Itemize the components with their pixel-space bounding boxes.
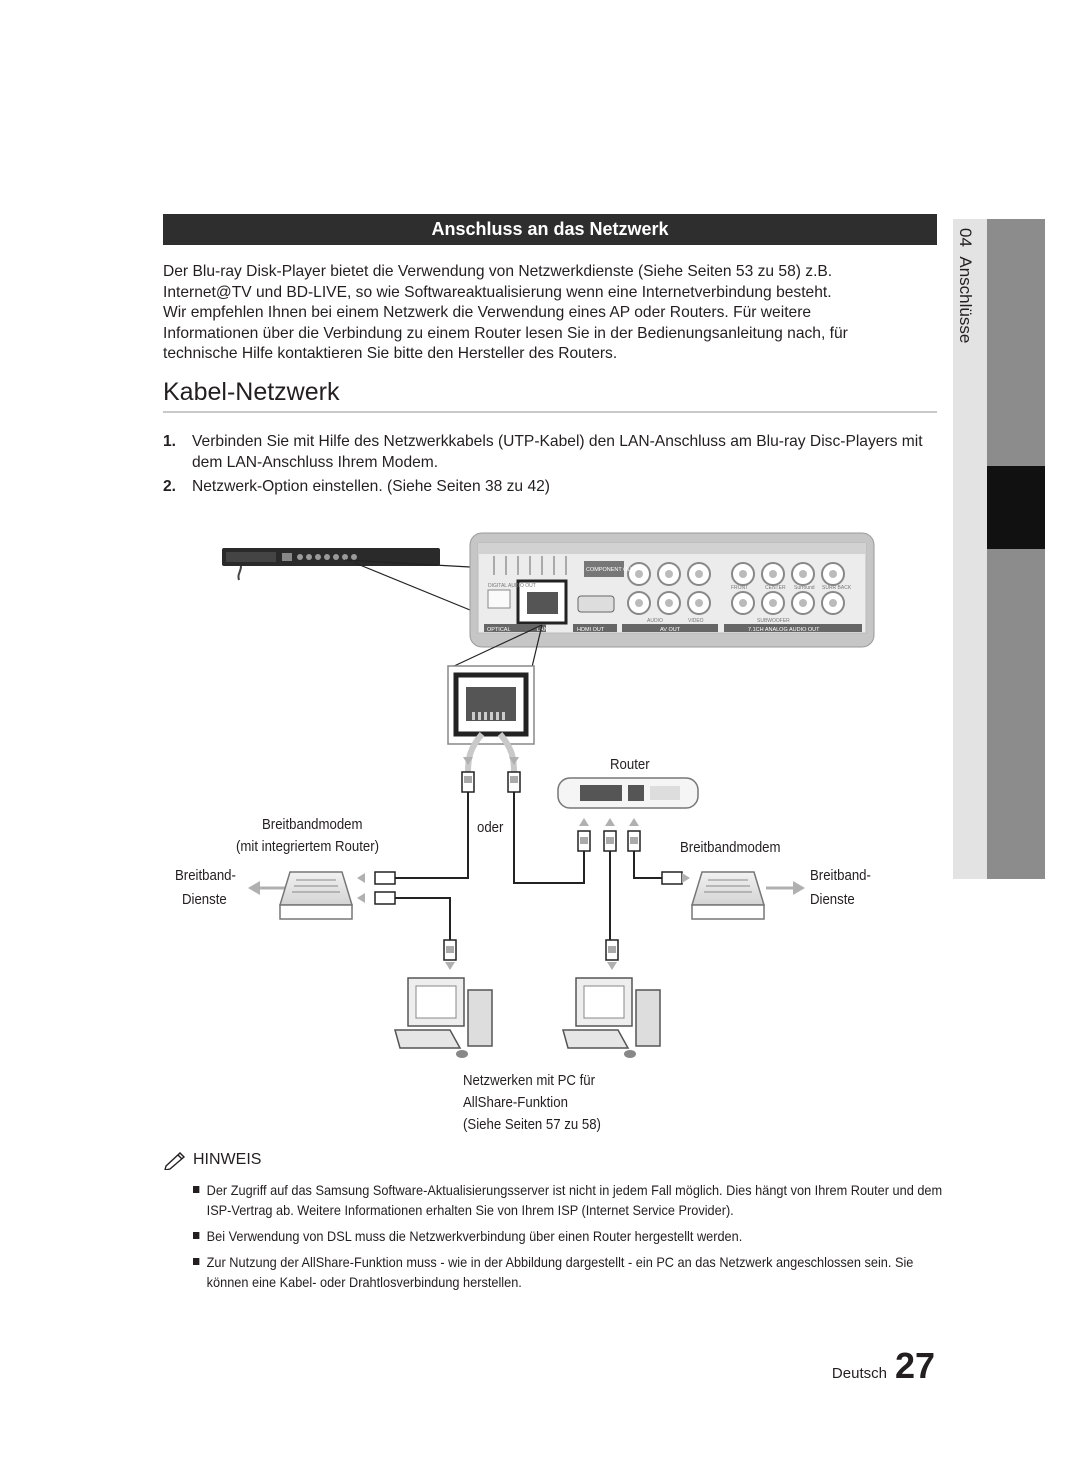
service-right-label2: Dienste	[810, 891, 855, 908]
step-number: 2.	[163, 478, 177, 495]
pc-caption-line3: (Siehe Seiten 57 zu 58)	[463, 1116, 601, 1133]
page-number: 27	[894, 1345, 935, 1386]
lan-port-closeup	[447, 665, 535, 745]
panel-label-lan: LAN	[537, 627, 548, 633]
modem-left-label: Breitbandmodem	[262, 816, 363, 833]
chapter-tab	[953, 219, 987, 879]
pencil-icon	[164, 1152, 186, 1170]
note-heading: HINWEIS	[163, 1150, 261, 1170]
intro-line: technische Hilfe kontaktieren Sie bitte …	[163, 345, 618, 363]
chapter-tab-strip	[987, 219, 1045, 879]
intro-line: Der Blu-ray Disk-Player bietet die Verwe…	[163, 263, 833, 280]
network-diagram: OPTICAL LAN HDMI OUT AV OUT 7.1CH ANALOG…	[160, 525, 900, 1150]
note-text: Der Zugriff auf das Samsung Software-Akt…	[206, 1182, 943, 1218]
panel-label-surround: Surround	[794, 585, 815, 591]
note-title: HINWEIS	[193, 1151, 262, 1168]
note-item: Zur Nutzung der AllShare-Funktion muss -…	[193, 1252, 953, 1292]
subsection-title: Kabel-Netzwerk	[163, 378, 340, 406]
panel-label-audio: AUDIO	[647, 618, 663, 624]
intro-paragraph: Der Blu-ray Disk-Player bietet die Verwe…	[163, 262, 935, 365]
section-title-bar: Anschluss an das Netzwerk	[163, 214, 937, 245]
modem-right-label: Breitbandmodem	[680, 839, 781, 856]
service-left-label2: Dienste	[182, 891, 227, 908]
chapter-tab-marker	[987, 466, 1045, 549]
panel-label-front: FRONT	[731, 585, 748, 591]
panel-label-digital-audio: DIGITAL AUDIO OUT	[488, 583, 536, 589]
steps-list: 1. Verbinden Sie mit Hilfe des Netzwerkk…	[163, 431, 938, 500]
back-panel-closeup	[469, 532, 875, 648]
bullet-square-icon	[193, 1258, 200, 1265]
step-text: Netzwerk-Option einstellen. (Siehe Seite…	[192, 478, 550, 495]
footer-language: Deutsch	[831, 1365, 887, 1382]
router-label: Router	[610, 756, 650, 773]
router-device	[557, 777, 699, 809]
note-text: Bei Verwendung von DSL muss die Netzwerk…	[206, 1228, 743, 1244]
step-item: 2. Netzwerk-Option einstellen. (Siehe Se…	[163, 476, 938, 497]
section-title: Anschluss an das Netzwerk	[431, 219, 669, 239]
diagram-illustration: OPTICAL LAN HDMI OUT AV OUT 7.1CH ANALOG…	[222, 532, 875, 1058]
step-text: Verbinden Sie mit Hilfe des Netzwerkkabe…	[192, 433, 923, 471]
pc-left	[394, 977, 493, 1058]
pc-right	[562, 977, 661, 1058]
panel-label-hdmi: HDMI OUT	[577, 627, 605, 633]
step-item: 1. Verbinden Sie mit Hilfe des Netzwerkk…	[163, 431, 938, 473]
chapter-number: 04	[956, 228, 975, 247]
notes-list: Der Zugriff auf das Samsung Software-Akt…	[193, 1180, 945, 1298]
intro-line: Wir empfehlen Ihnen bei einem Netzwerk d…	[163, 304, 812, 322]
panel-label-surr-back: SURR BACK	[822, 585, 852, 591]
chapter-title: Anschlüsse	[956, 256, 975, 344]
note-text: Zur Nutzung der AllShare-Funktion muss -…	[206, 1254, 914, 1290]
step-number: 1.	[163, 433, 177, 450]
bullet-square-icon	[193, 1186, 200, 1193]
panel-label-optical: OPTICAL	[487, 627, 511, 633]
panel-label-analog-out: 7.1CH ANALOG AUDIO OUT	[748, 627, 820, 633]
panel-label-av-out: AV OUT	[660, 627, 681, 633]
panel-label-component: COMPONENT OUT	[586, 567, 635, 573]
pc-caption-line2: AllShare-Funktion	[463, 1094, 568, 1111]
intro-line: Internet@TV und BD-LIVE, so wie Software…	[163, 283, 832, 301]
modem-left-sublabel: (mit integriertem Router)	[236, 838, 380, 855]
page-footer: Deutsch 27	[832, 1345, 935, 1387]
note-item: Der Zugriff auf das Samsung Software-Akt…	[193, 1180, 953, 1220]
modem-right	[690, 871, 766, 920]
modem-left	[278, 871, 354, 920]
service-left-label: Breitband-	[175, 867, 236, 884]
panel-label-video: VIDEO	[688, 618, 704, 624]
pc-caption-line1: Netzwerken mit PC für	[463, 1072, 596, 1089]
bullet-square-icon	[193, 1232, 200, 1239]
oder-label: oder	[477, 819, 504, 836]
bluray-player	[222, 548, 440, 581]
intro-line: Informationen über die Verbindung zu ein…	[163, 324, 848, 342]
panel-label-subwoofer: SUBWOOFER	[757, 618, 790, 624]
chapter-tab-label: 04 Anschlüsse	[955, 228, 975, 343]
service-right-label: Breitband-	[810, 867, 871, 884]
note-item: Bei Verwendung von DSL muss die Netzwerk…	[193, 1226, 953, 1246]
panel-label-center: CENTER	[765, 585, 786, 591]
subsection-rule	[163, 411, 937, 413]
